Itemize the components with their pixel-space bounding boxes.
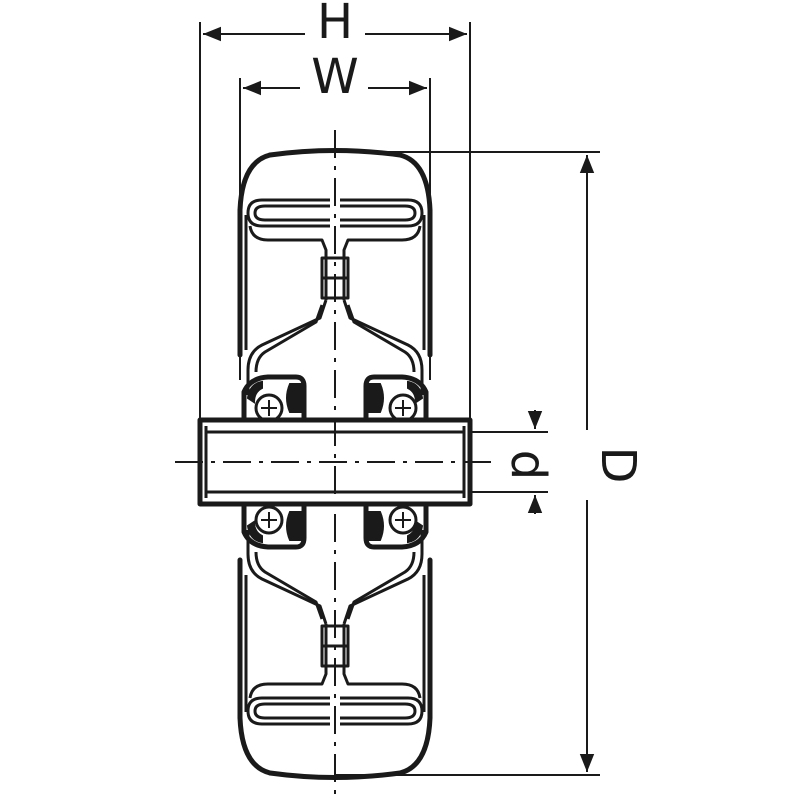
dimension-h-label: H [317,0,353,50]
dimension-d-bore: d [470,410,556,514]
dimension-d-outer-label: D [590,447,646,484]
rim-lower [246,530,424,726]
bearings [241,374,429,550]
dimension-d-outer: D [335,151,646,776]
tyre [237,148,433,780]
dimension-w-label: W [311,49,358,105]
center-lines [175,130,495,795]
dimension-h: H [199,0,471,420]
dimension-d-bore-label: d [500,450,556,480]
